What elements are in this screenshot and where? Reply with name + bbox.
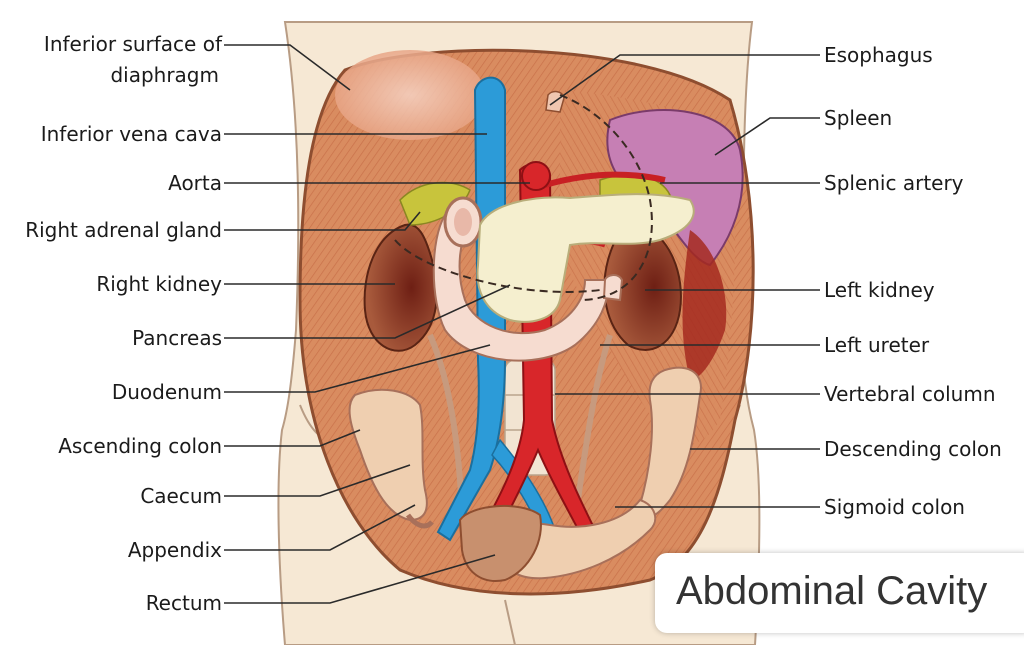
label-appendix: Appendix xyxy=(127,538,222,562)
duodenojejunal-flexure xyxy=(602,274,624,302)
label-inferior-surface-of: Inferior surface of xyxy=(43,32,222,56)
label-pancreas: Pancreas xyxy=(132,326,222,350)
label-rectum: Rectum xyxy=(145,591,222,615)
label-splenic-artery: Splenic artery xyxy=(824,171,964,195)
label-esophagus: Esophagus xyxy=(824,43,933,67)
label-left-ureter: Left ureter xyxy=(824,333,930,357)
leader-duodenum xyxy=(224,344,491,393)
leader-caecum xyxy=(224,464,411,497)
splenic-artery xyxy=(544,171,666,188)
spleen-shadow xyxy=(682,230,727,380)
label-caecum: Caecum xyxy=(140,484,222,508)
leader-adrenal xyxy=(224,211,421,231)
transverse-colon-outline xyxy=(394,239,601,293)
label-vertebral-column: Vertebral column xyxy=(824,382,996,406)
caption-box xyxy=(655,553,1024,633)
right-kidney xyxy=(363,223,438,352)
label-inferior-vena-cava: Inferior vena cava xyxy=(40,122,222,146)
midline-fold xyxy=(504,599,516,645)
label-duodenum: Duodenum xyxy=(111,380,222,404)
leader-appendix xyxy=(224,504,416,551)
label-left-kidney: Left kidney xyxy=(824,278,935,302)
leader-diaphragm xyxy=(224,44,351,91)
label-descending-colon: Descending colon xyxy=(824,437,1002,461)
rectum xyxy=(458,504,542,582)
leader-ascending-colon xyxy=(224,429,361,447)
label-spleen: Spleen xyxy=(824,106,893,130)
label-aorta: Aorta xyxy=(168,171,222,195)
pylorus-lumen xyxy=(454,208,472,236)
appendix xyxy=(405,513,434,529)
leader-esophagus xyxy=(549,54,820,106)
left-kidney xyxy=(603,223,682,351)
leader-spleen xyxy=(714,117,820,156)
ascending-colon xyxy=(348,388,428,522)
label-diaphragm: diaphragm xyxy=(110,63,219,87)
leader-lines-right xyxy=(549,54,820,508)
label-right-adrenal-gland: Right adrenal gland xyxy=(25,218,222,242)
caption-title: Abdominal Cavity xyxy=(676,569,988,613)
leader-pancreas xyxy=(224,284,511,339)
leader-rectum xyxy=(224,554,496,604)
label-ascending-colon: Ascending colon xyxy=(58,434,222,458)
label-sigmoid-colon: Sigmoid colon xyxy=(824,495,965,519)
diaphragm-surface xyxy=(335,50,485,140)
label-right-kidney: Right kidney xyxy=(96,272,222,296)
leader-lines-left xyxy=(224,44,530,604)
celiac-trunk xyxy=(521,161,551,191)
stomach-outline xyxy=(559,94,653,301)
